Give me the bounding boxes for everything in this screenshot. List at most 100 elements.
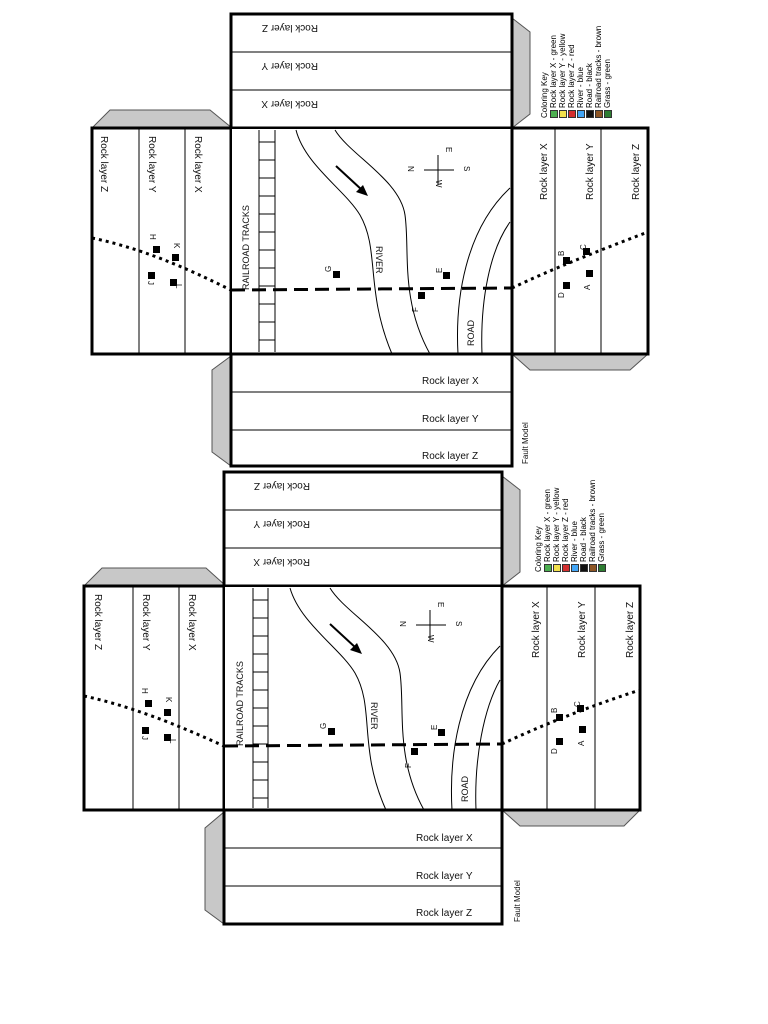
glue-tab	[82, 567, 228, 587]
fault-line	[501, 688, 641, 746]
key-swatch	[588, 564, 597, 572]
road-edge	[475, 679, 501, 811]
key-swatch	[576, 110, 585, 118]
fault-model-drawing	[82, 470, 642, 926]
top-layer-label: Rock layer Y	[261, 60, 318, 71]
river-flow-arrow	[329, 623, 357, 649]
left-layer-label: Rock layer Z	[98, 136, 109, 193]
fault-line	[511, 230, 649, 290]
point-a: A	[583, 284, 592, 290]
key-swatch	[543, 564, 552, 572]
fault-model-drawing	[90, 12, 650, 468]
top-panel	[222, 470, 504, 588]
point-markers	[142, 700, 586, 755]
point-b: B	[550, 707, 559, 713]
glue-tab	[500, 809, 642, 827]
left-panel	[90, 126, 233, 356]
compass-e: E	[444, 147, 453, 153]
key-title: Coloring Key	[534, 526, 543, 572]
fault-line	[91, 236, 232, 292]
key-swatch	[585, 110, 594, 118]
road-edge	[457, 187, 511, 355]
key-swatch	[558, 110, 567, 118]
fault-model-1: Rock layer Z Rock layer Y Rock layer X R…	[0, 0, 768, 470]
point-k: K	[164, 697, 173, 703]
top-layer-label: Rock layer Y	[253, 518, 310, 529]
railroad-label: RAILROAD TRACKS	[241, 205, 251, 290]
glue-tab	[501, 474, 521, 588]
model-title: Fault Model	[513, 880, 522, 922]
key-swatch	[549, 110, 558, 118]
road-label: ROAD	[466, 319, 476, 346]
compass-s: S	[462, 166, 471, 172]
key-swatch	[561, 564, 570, 572]
key-swatch	[594, 110, 603, 118]
bottom-layer-label: Rock layer Y	[416, 871, 473, 882]
fault-model-2: Rock layer Z Rock layer Y Rock layer X R…	[0, 468, 768, 938]
road-edge	[481, 221, 511, 355]
top-layer-label: Rock layer X	[261, 98, 318, 109]
top-layer-label: Rock layer Z	[261, 22, 318, 33]
key-label: River - blue	[576, 67, 585, 108]
point-b: B	[557, 250, 566, 256]
river-bank	[334, 129, 431, 355]
key-label: Road - black	[585, 63, 594, 108]
fault-line	[230, 286, 513, 292]
key-row: Railroad tracks - brown	[588, 480, 597, 572]
point-e: E	[435, 267, 444, 273]
top-layer-label: Rock layer Z	[253, 480, 310, 491]
river-label: RIVER	[374, 246, 384, 274]
right-layer-label: Rock layer Y	[585, 143, 596, 200]
key-label: Rock layer X - green	[549, 35, 558, 108]
point-h: H	[148, 234, 157, 240]
point-d: D	[557, 292, 566, 298]
point-l: L	[168, 739, 177, 744]
road-edge	[451, 645, 501, 811]
compass-n: N	[398, 621, 407, 627]
left-layer-label: Rock layer Z	[92, 594, 103, 651]
railroad-tracks	[258, 130, 276, 352]
key-row: Railroad tracks - brown	[594, 26, 603, 118]
right-layer-label: Rock layer Z	[625, 601, 636, 658]
key-label: Grass - green	[603, 59, 612, 108]
glue-tab	[211, 355, 232, 467]
bottom-layer-label: Rock layer X	[422, 376, 479, 387]
right-layer-label: Rock layer X	[539, 143, 550, 200]
key-label: Rock layer Z - red	[567, 44, 576, 108]
key-label: Rock layer X - green	[543, 489, 552, 562]
top-layer-label: Rock layer X	[253, 556, 310, 567]
compass-s: S	[454, 621, 463, 627]
bottom-layer-label: Rock layer Z	[416, 908, 473, 919]
point-f: F	[404, 763, 413, 768]
point-g: G	[319, 722, 328, 729]
right-layer-label: Rock layer Z	[631, 143, 642, 200]
point-j: J	[140, 736, 149, 740]
compass-w: W	[426, 635, 435, 643]
bottom-layer-label: Rock layer Z	[422, 451, 479, 462]
point-c: C	[573, 701, 582, 707]
key-title: Coloring Key	[540, 72, 549, 118]
point-f: F	[411, 307, 420, 312]
point-d: D	[550, 748, 559, 754]
compass-w: W	[434, 180, 443, 188]
river-bank	[289, 587, 387, 811]
point-j: J	[146, 281, 155, 285]
river-bank	[329, 587, 425, 811]
river-label: RIVER	[369, 702, 379, 730]
key-row: Rock layer Y - yellow	[558, 26, 567, 118]
right-panel	[510, 126, 650, 356]
left-layer-label: Rock layer Y	[146, 136, 157, 193]
bottom-layer-label: Rock layer Y	[422, 414, 479, 425]
fault-line	[223, 742, 503, 748]
left-layer-label: Rock layer Y	[140, 594, 151, 651]
railroad-tracks	[252, 588, 269, 808]
map-panel	[223, 585, 503, 811]
left-layer-label: Rock layer X	[192, 136, 203, 193]
key-label: Rock layer Y - yellow	[552, 487, 561, 562]
right-panel	[500, 584, 642, 812]
key-row: Grass - green	[597, 480, 606, 572]
bottom-panel	[229, 352, 514, 468]
key-row: Road - black	[585, 26, 594, 118]
right-layer-label: Rock layer Y	[577, 601, 588, 658]
point-markers	[148, 246, 593, 299]
